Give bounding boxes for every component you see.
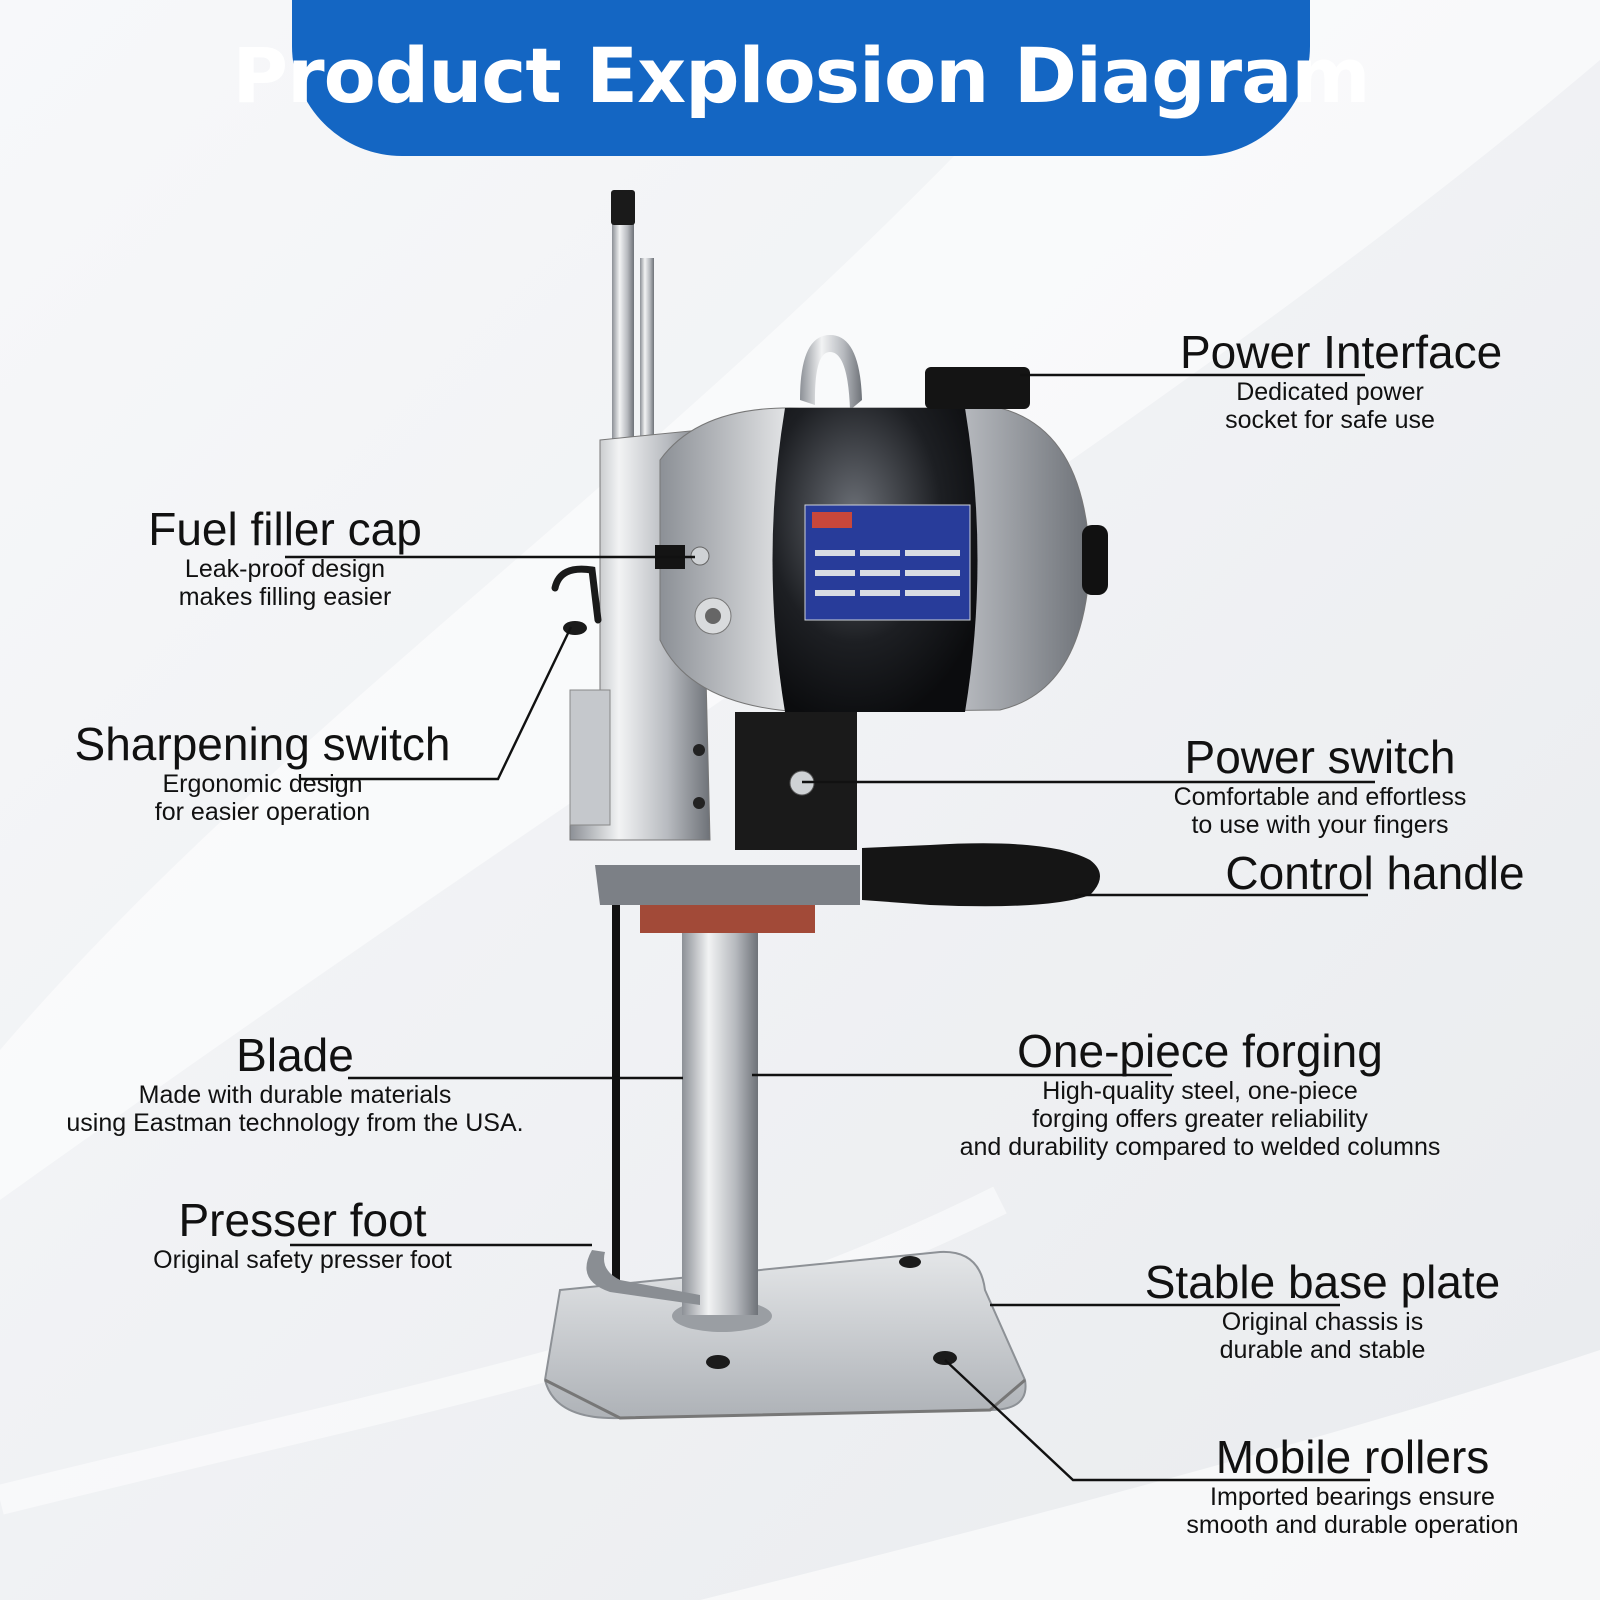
callout-desc-line: Leak-proof design [184, 555, 386, 583]
callout-title: Power switch [1184, 731, 1456, 783]
callout-desc-line: Original chassis is [1221, 1308, 1424, 1336]
callout-desc-line: High-quality steel, one-piece [1042, 1077, 1358, 1105]
callout-power-switch: Power switch Comfortable and effortless … [1160, 731, 1480, 839]
callout-desc-line: Imported bearings ensure [1210, 1483, 1495, 1511]
callout-title: Stable base plate [1144, 1256, 1501, 1308]
callout-title: One-piece forging [1017, 1025, 1383, 1077]
callout-title: Control handle [1225, 847, 1525, 899]
callout-blade: Blade Made with durable materials using … [40, 1029, 550, 1137]
page-title: Product Explosion Diagram [232, 31, 1370, 120]
callout-desc-line: Ergonomic design [162, 770, 363, 798]
callout-control-handle: Control handle [1205, 847, 1545, 899]
title-banner: Product Explosion Diagram [232, 0, 1371, 156]
callout-mobile-rollers: Mobile rollers Imported bearings ensure … [1160, 1431, 1545, 1539]
callout-presser-foot: Presser foot Original safety presser foo… [135, 1194, 470, 1274]
callout-sharpening-switch: Sharpening switch Ergonomic design for e… [55, 718, 470, 826]
callout-title: Sharpening switch [74, 718, 451, 770]
callout-desc-line: and durability compared to welded column… [959, 1133, 1441, 1161]
callout-desc-line: forging offers greater reliability [1032, 1105, 1368, 1133]
callout-stable-base-plate: Stable base plate Original chassis is du… [1130, 1256, 1515, 1364]
callout-desc-line: durable and stable [1219, 1336, 1426, 1364]
callout-desc-line: Original safety presser foot [153, 1246, 452, 1274]
callout-desc-line: smooth and durable operation [1186, 1511, 1519, 1539]
callout-title: Mobile rollers [1215, 1431, 1490, 1483]
callout-title: Fuel filler cap [148, 503, 422, 555]
callout-fuel-filler-cap: Fuel filler cap Leak-proof design makes … [140, 503, 430, 611]
callout-desc-line: Dedicated power [1236, 378, 1424, 406]
callout-one-piece-forging: One-piece forging High-quality steel, on… [930, 1025, 1470, 1161]
callout-title: Power Interface [1180, 326, 1503, 378]
callout-desc-line: socket for safe use [1225, 406, 1435, 434]
callout-title: Presser foot [178, 1194, 427, 1246]
callout-power-interface: Power Interface Dedicated power socket f… [1180, 326, 1503, 434]
callout-desc-line: Comfortable and effortless [1173, 783, 1467, 811]
callout-desc-line: makes filling easier [178, 583, 392, 611]
callout-desc-line: using Eastman technology from the USA. [66, 1109, 524, 1137]
callout-desc-line: for easier operation [154, 798, 371, 826]
callout-desc-line: to use with your fingers [1191, 811, 1449, 839]
callout-desc-line: Made with durable materials [138, 1081, 452, 1109]
callout-title: Blade [236, 1029, 354, 1081]
